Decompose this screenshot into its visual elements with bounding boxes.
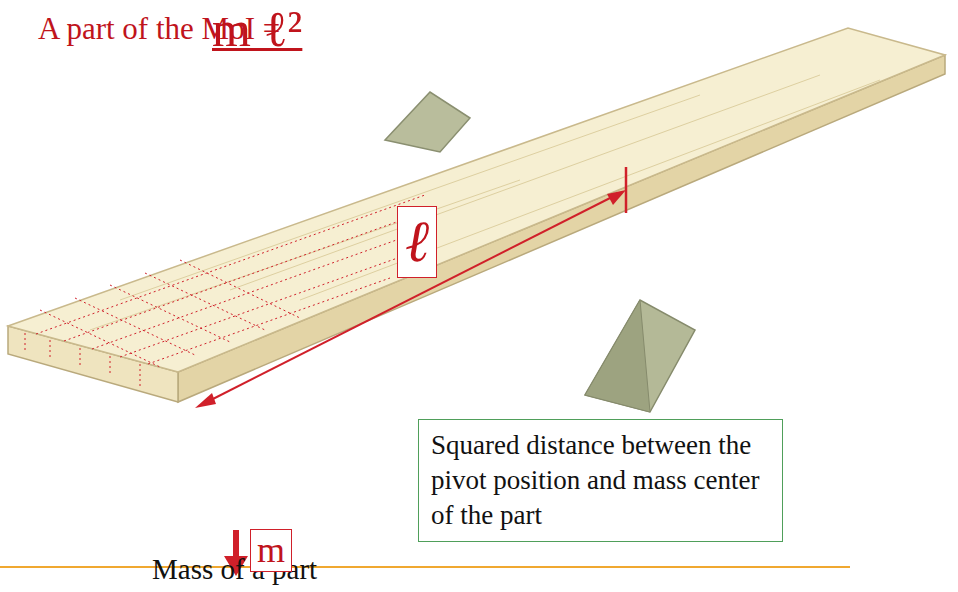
front-pivot: [585, 300, 695, 412]
distance-arrow: [205, 194, 618, 403]
part-grid: [25, 195, 430, 388]
formula: m ℓ²: [212, 2, 302, 57]
plank-top: [8, 28, 945, 372]
mass-caption: Mass of a part: [152, 554, 317, 586]
back-pivot: [385, 92, 470, 152]
wood-grain: [90, 75, 880, 330]
node-text: Squared distance between the pivot posit…: [431, 428, 770, 533]
length-symbol-box: ℓ: [397, 206, 437, 278]
front-pivot-face: [585, 300, 650, 412]
mass-symbol-box: m: [250, 529, 292, 572]
arrow-head: [195, 393, 216, 408]
node-text: m: [257, 530, 285, 571]
slide-rule-line: [0, 566, 850, 568]
explanation-box: Squared distance between the pivot posit…: [418, 419, 783, 542]
arrow-head: [607, 190, 626, 205]
node-text: ℓ: [405, 207, 429, 277]
